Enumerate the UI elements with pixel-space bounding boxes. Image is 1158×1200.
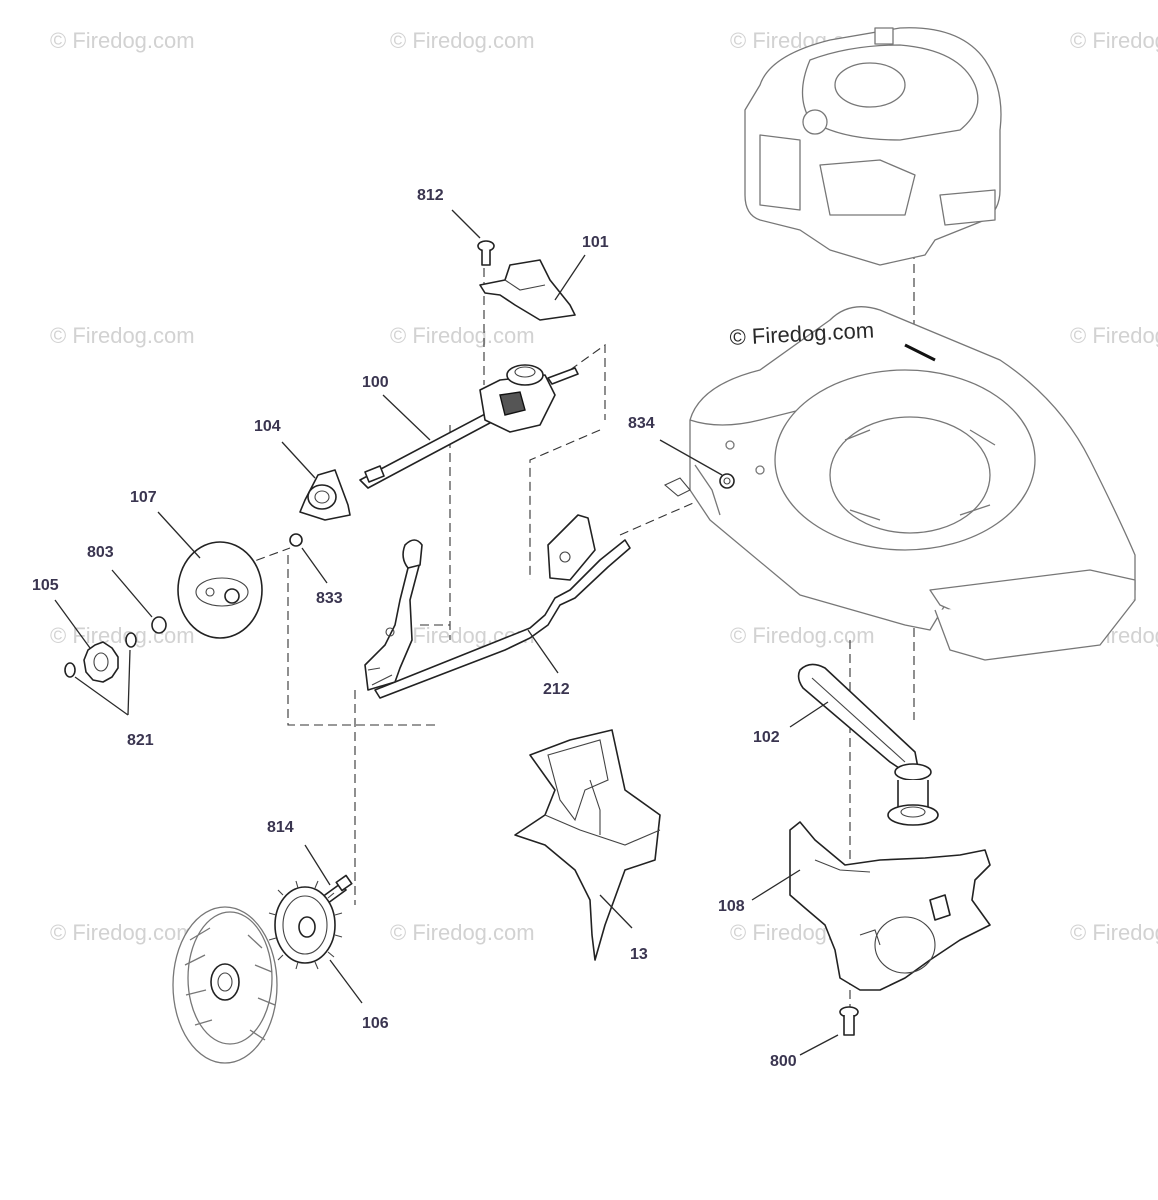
part-label-106: 106	[362, 1015, 389, 1032]
part-label-834: 834	[628, 415, 655, 432]
grass-deflector-13	[514, 729, 661, 961]
belt-102	[797, 663, 919, 773]
transmission-100	[359, 364, 579, 489]
part-label-100: 100	[362, 374, 389, 391]
leader-lines	[54, 209, 839, 1056]
watermark: © Firedog.com	[50, 323, 195, 348]
screw-833	[289, 533, 303, 547]
part-labels: 812 101 100 104 834 107 803 105 833 212 …	[32, 187, 797, 1070]
pinion-gear-105	[83, 641, 119, 683]
pulley	[887, 763, 939, 826]
watermark: © Firedog.com	[390, 28, 535, 53]
nut-834	[719, 473, 735, 489]
part-label-212: 212	[543, 681, 570, 698]
part-label-800: 800	[770, 1053, 797, 1070]
part-label-104: 104	[254, 418, 281, 435]
part-label-814: 814	[267, 819, 294, 836]
part-label-101: 101	[582, 234, 609, 251]
bracket-101	[479, 259, 576, 321]
clip-821-a	[125, 632, 137, 648]
watermark: © Firedog.com	[730, 623, 875, 648]
part-label-812: 812	[417, 187, 444, 204]
bolt-800	[839, 1006, 859, 1036]
watermark: © Firedog.com	[390, 323, 535, 348]
part-label-13: 13	[630, 946, 648, 963]
watermark: © Firedog.com	[390, 920, 535, 945]
clip-821-b	[64, 662, 76, 678]
part-label-108: 108	[718, 898, 745, 915]
mower-deck	[663, 306, 1136, 661]
watermark: © Firedog.com	[50, 28, 195, 53]
washer-803	[151, 616, 167, 634]
drive-gear-106	[268, 880, 343, 970]
wheel-106	[172, 906, 278, 1064]
watermark: © Firedog.com	[50, 623, 195, 648]
part-label-821: 821	[127, 732, 154, 749]
part-label-803: 803	[87, 544, 114, 561]
watermark: © Firedog.com	[50, 920, 195, 945]
engine-outline	[744, 27, 1002, 266]
watermark: © Firedog.com	[1070, 920, 1158, 945]
part-label-102: 102	[753, 729, 780, 746]
part-label-833: 833	[316, 590, 343, 607]
axle-212	[364, 514, 631, 699]
part-label-107: 107	[130, 489, 157, 506]
part-label-105: 105	[32, 577, 59, 594]
screw-812	[477, 240, 495, 266]
watermark: © Firedog.com	[1070, 28, 1158, 53]
bearing-bracket-104	[299, 469, 351, 521]
baffle-108	[789, 821, 991, 991]
watermark-grid: © Firedog.com © Firedog.com © Firedog.co…	[50, 28, 1158, 945]
wheel-cover-107	[177, 541, 263, 639]
watermark: © Firedog.com	[1070, 323, 1158, 348]
